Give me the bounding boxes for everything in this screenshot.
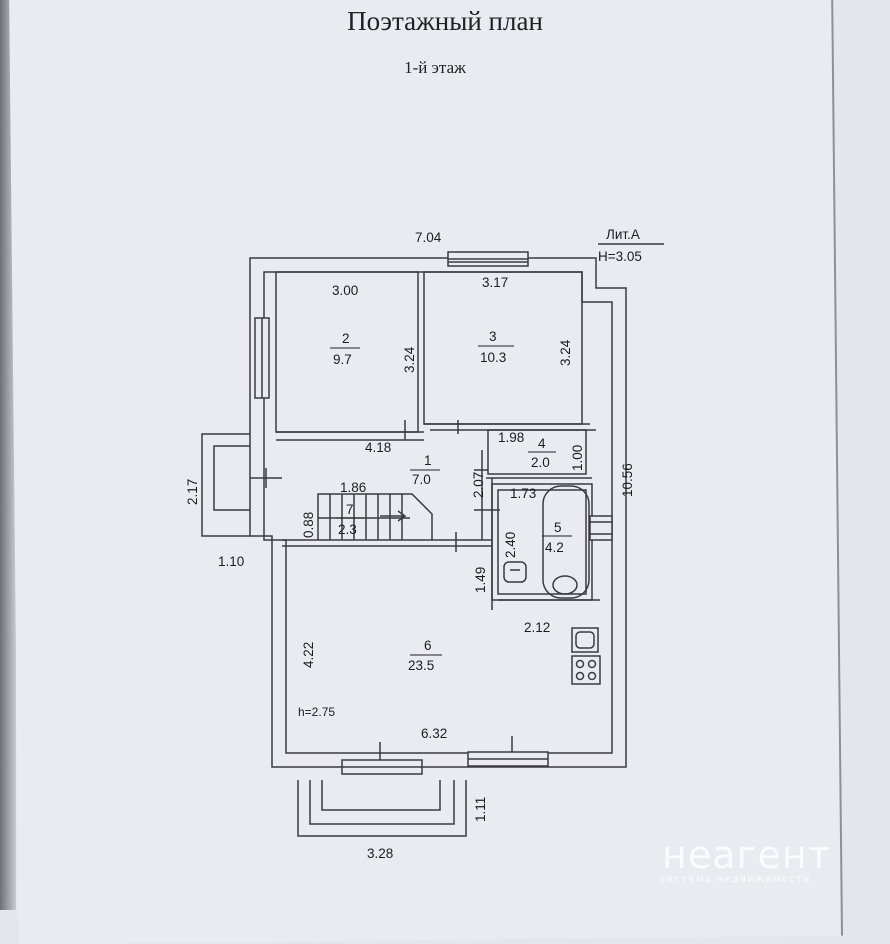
dim-wall-segment: 1.49	[473, 567, 488, 593]
dim-porch-side-depth: 1.10	[218, 554, 244, 569]
kitchen-sink	[571, 627, 599, 653]
room-1-number: 1	[424, 453, 432, 468]
watermark-tagline: система недвижимости	[660, 874, 811, 885]
watermark-logo: неагент	[662, 833, 831, 877]
dim-room6-length: 4.22	[301, 642, 316, 668]
dim-room4-width: 1.98	[498, 430, 524, 445]
room-5-area: 4.2	[545, 540, 564, 555]
room-3-area: 10.3	[480, 350, 506, 365]
dim-outer-width: 7.04	[415, 230, 442, 245]
window-bath	[589, 515, 613, 541]
building-height: H=3.05	[598, 249, 642, 264]
dim-room2-length: 3.24	[402, 346, 417, 373]
page-title: Поэтажный план	[347, 6, 543, 36]
dim-porch-side-length: 2.17	[185, 479, 200, 505]
room-5-number: 5	[554, 520, 562, 535]
dim-room6-width: 6.32	[421, 726, 447, 741]
front-porch	[297, 780, 467, 837]
room-6-number: 6	[424, 638, 432, 653]
dim-hall-depth: 2.07	[471, 472, 486, 498]
room-4-area: 2.0	[531, 455, 550, 470]
room-7-number: 7	[346, 502, 354, 517]
bathtub	[542, 485, 590, 599]
dim-porch-front-depth: 1.11	[473, 797, 488, 822]
dim-kitchen-offset: 2.12	[524, 620, 550, 635]
room-6-area: 23.5	[408, 658, 434, 673]
dim-outer-length: 10.56	[620, 463, 635, 497]
building-letter: Лит.А	[606, 227, 640, 242]
dim-stair-length: 1.86	[340, 480, 366, 495]
stair-outline	[317, 493, 433, 540]
washbasin	[503, 561, 527, 583]
stove	[571, 655, 601, 685]
room-1-area: 7.0	[412, 472, 431, 487]
room-2-number: 2	[342, 331, 350, 346]
dim-stair-width: 0.88	[301, 512, 316, 538]
outer-wall-outline	[249, 257, 627, 768]
dim-room4-depth: 1.00	[570, 445, 585, 471]
dim-hall-width: 4.18	[365, 440, 391, 455]
dim-bath-width: 1.73	[510, 486, 536, 501]
room-4-outline	[487, 429, 587, 475]
ceiling-height: h=2.75	[298, 705, 335, 719]
floor-label: 1-й этаж	[404, 58, 466, 77]
dim-room3-width: 3.17	[482, 275, 508, 290]
dim-porch-front-width: 3.28	[367, 846, 393, 861]
toilet	[552, 575, 578, 595]
dim-room3-length: 3.24	[558, 339, 573, 366]
side-porch	[201, 433, 250, 537]
floor-plan: 7.04 Лит.А H=3.05 3.00 3.24 2 9.7 3.17 3…	[185, 227, 831, 885]
room-4-number: 4	[538, 436, 546, 451]
dim-room2-width: 3.00	[332, 283, 358, 298]
room-3-number: 3	[489, 329, 497, 344]
room-7-area: 2.3	[338, 522, 357, 537]
dim-bath-length: 2.40	[503, 532, 518, 558]
room-2-area: 9.7	[333, 352, 352, 367]
